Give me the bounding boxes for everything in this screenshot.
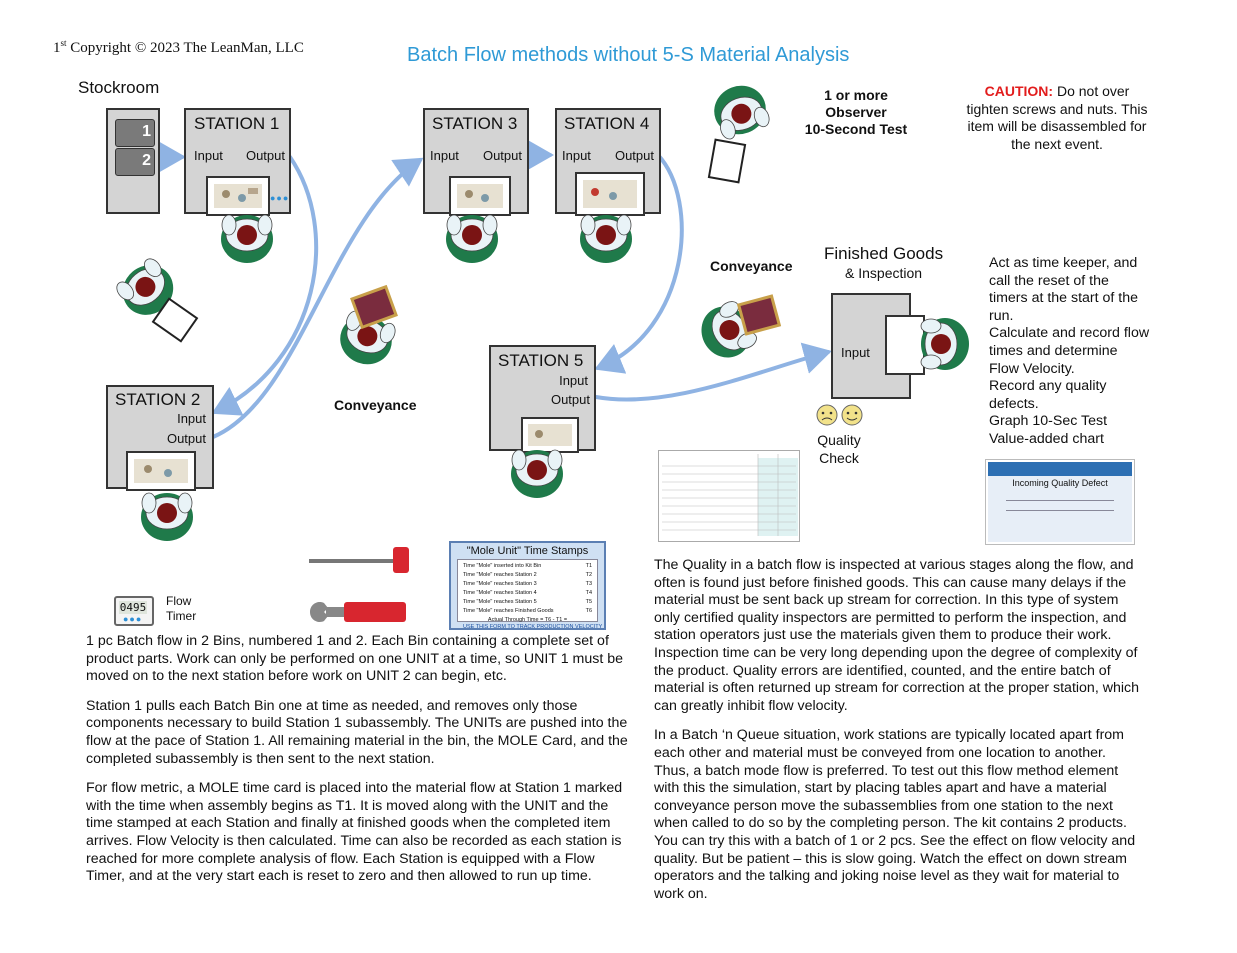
station-4-output: Output (615, 148, 654, 163)
incoming-quality-defect-card: Incoming Quality Defect (985, 459, 1135, 545)
operator-station-4-icon (574, 205, 638, 267)
left-description: 1 pc Batch flow in 2 Bins, numbered 1 an… (86, 633, 632, 898)
left-paragraph-3: For flow metric, a MOLE time card is pla… (86, 780, 632, 886)
station-5: STATION 5 Input Output (489, 345, 596, 451)
station-1-name: STATION 1 (194, 114, 279, 134)
left-paragraph-1: 1 pc Batch flow in 2 Bins, numbered 1 an… (86, 633, 632, 686)
right-description: The Quality in a batch flow is inspected… (654, 557, 1140, 915)
inspector-icon (905, 310, 985, 380)
bin-2[interactable]: 2 (115, 148, 155, 176)
right-paragraph-2: In a Batch ‘n Queue situation, work stat… (654, 727, 1140, 903)
caution-note: CAUTION: Do not over tighten screws and … (950, 83, 1164, 153)
station-5-output: Output (551, 392, 590, 407)
conveyance-operator-2-icon (330, 282, 410, 382)
operator-station-1-icon (215, 205, 279, 267)
station-5-input: Input (559, 373, 588, 388)
left-paragraph-2: Station 1 pulls each Batch Bin one at ti… (86, 698, 632, 768)
operator-station-3-icon (440, 205, 504, 267)
mole-time-card: "Mole Unit" Time Stamps Time "Mole" inse… (449, 541, 606, 630)
conveyance-label-right: Conveyance (710, 258, 792, 274)
station-2: STATION 2 Input Output (106, 385, 214, 489)
right-paragraph-1: The Quality in a batch flow is inspected… (654, 557, 1140, 715)
station-3-input: Input (430, 148, 459, 163)
observer-label: 1 or more Observer 10-Second Test (800, 87, 912, 138)
quality-faces-icon (816, 404, 866, 428)
operator-station-5-icon (505, 440, 569, 502)
quality-check-sheet-thumbnail (658, 450, 800, 542)
station-3-output: Output (483, 148, 522, 163)
incoming-quality-defect-title: Incoming Quality Defect (986, 478, 1134, 488)
station-2-output: Output (167, 431, 206, 446)
observer-icon (700, 80, 780, 190)
wrench-icon (306, 594, 410, 628)
station-4-name: STATION 4 (564, 114, 649, 134)
station-1-output: Output (246, 148, 285, 163)
quality-check-label: Quality Check (810, 431, 868, 467)
station-3: STATION 3 Input Output (423, 108, 529, 214)
flow-timer-label: Flow Timer (166, 594, 196, 624)
mole-card-title: "Mole Unit" Time Stamps (451, 545, 604, 557)
timekeeper-instructions: Act as time keeper, and call the reset o… (989, 255, 1149, 449)
hex-key-icon (305, 544, 413, 574)
station-1-input: Input (194, 148, 223, 163)
station-3-name: STATION 3 (432, 114, 517, 134)
bin-1[interactable]: 1 (115, 119, 155, 147)
conveyance-operator-3-icon (688, 290, 788, 370)
stockroom-label: Stockroom (78, 78, 159, 98)
station-2-input: Input (177, 411, 206, 426)
station-5-name: STATION 5 (498, 351, 583, 371)
conveyance-operator-1-icon (108, 256, 208, 346)
operator-station-2-icon (135, 483, 199, 545)
station-4: STATION 4 Input Output (555, 108, 661, 214)
finished-goods-station: Input (831, 293, 911, 399)
flow-timer-icon: 0495 ●●● (114, 596, 154, 626)
conveyance-label-left: Conveyance (334, 397, 416, 413)
finished-goods-title: Finished Goods (824, 244, 943, 264)
station-2-name: STATION 2 (115, 390, 200, 410)
station-4-input: Input (562, 148, 591, 163)
stockroom-box: 1 2 (106, 108, 160, 214)
finished-goods-input: Input (841, 345, 870, 360)
finished-goods-subtitle: & Inspection (845, 265, 922, 281)
